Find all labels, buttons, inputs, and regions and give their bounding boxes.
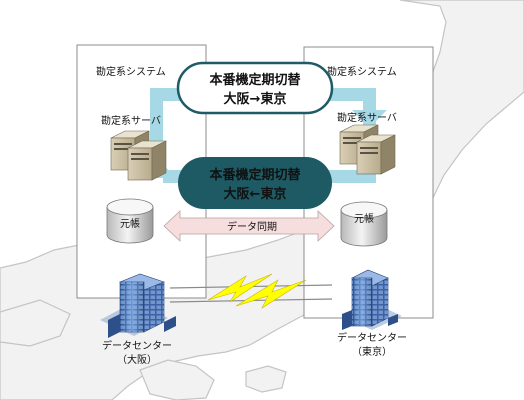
switch-bottom-line1: 本番機定期切替 (209, 167, 301, 183)
left-system-title: 勘定系システム (96, 65, 166, 78)
left-ledger-cylinder (106, 198, 154, 244)
right-ledger-label: 元帳 (354, 212, 374, 225)
switch-bottom-pill: 本番機定期切替 大阪←東京 (178, 157, 332, 209)
left-datacenter-line1: データセンター (102, 339, 172, 352)
switch-top-line2: 大阪→東京 (224, 91, 287, 107)
switch-top-pill: 本番機定期切替 大阪→東京 (176, 61, 334, 115)
left-ledger-label: 元帳 (120, 217, 140, 230)
right-system-title: 勘定系システム (327, 65, 397, 78)
right-server-label: 勘定系サーバ (337, 111, 397, 124)
lightning-icon (207, 273, 307, 309)
left-datacenter-building-icon (100, 273, 176, 338)
left-server-icon (110, 130, 167, 181)
switch-top-line1: 本番機定期切替 (209, 72, 301, 88)
right-datacenter-line1: データセンター (337, 331, 407, 344)
data-sync-label: データ同期 (227, 220, 277, 233)
data-sync-arrow (163, 210, 335, 242)
right-datacenter-building-icon (342, 269, 402, 330)
left-server-label: 勘定系サーバ (101, 114, 161, 127)
right-datacenter-line2: （東京） (352, 345, 392, 358)
right-ledger-cylinder (340, 201, 388, 247)
right-server-icon (339, 124, 396, 175)
switch-bottom-line2: 大阪←東京 (224, 186, 287, 202)
left-datacenter-line2: （大阪） (117, 353, 157, 366)
